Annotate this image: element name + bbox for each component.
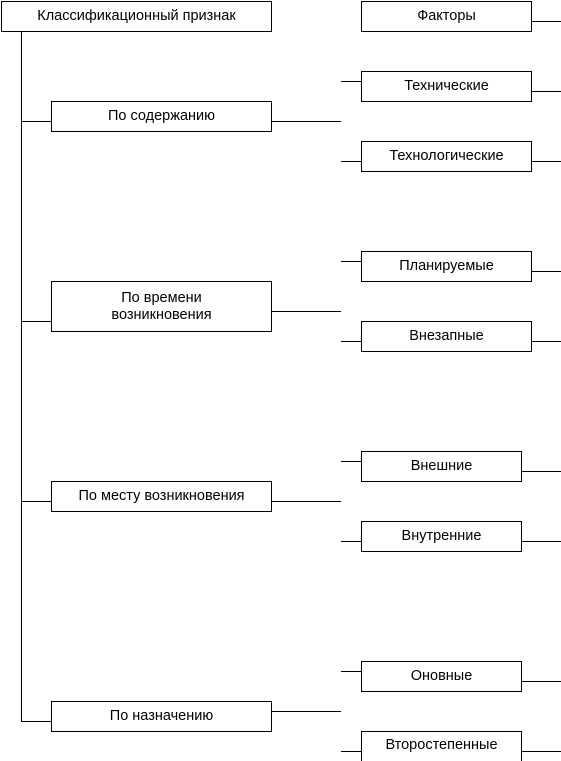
factor-node: Внешние (361, 451, 522, 482)
factors-header-label: Факторы (417, 8, 476, 24)
category-node-time: По времени возникновения (51, 281, 272, 332)
factor-label: Оновные (410, 668, 473, 684)
category-label: По назначению (109, 708, 214, 724)
factor-label: Планируемые (399, 258, 494, 274)
factor-node: Технические (361, 71, 532, 102)
factor-node: Второстепенные (361, 731, 522, 761)
factors-header-node: Факторы (361, 1, 532, 32)
factor-node: Оновные (361, 661, 522, 692)
factor-label: Технологические (389, 148, 504, 164)
category-node-purpose: По назначению (51, 701, 272, 732)
factor-label: Внезапные (409, 328, 484, 344)
category-node-place: По месту возникновения (51, 481, 272, 512)
factor-node: Планируемые (361, 251, 532, 282)
factor-node: Внутренние (361, 521, 522, 552)
root-node: Классификационный признак (1, 1, 272, 32)
category-label: По содержанию (107, 108, 215, 124)
factor-node: Технологические (361, 141, 532, 172)
category-label: По месту возникновения (78, 488, 245, 504)
factor-label: Внешние (410, 458, 473, 474)
category-label: По времени возникновения (111, 289, 212, 323)
category-node-content: По содержанию (51, 101, 272, 132)
factor-node: Внезапные (361, 321, 532, 352)
factor-label: Внутренние (401, 528, 482, 544)
factor-label: Второстепенные (385, 737, 498, 753)
root-label: Классификационный признак (37, 8, 236, 24)
factor-label: Технические (404, 78, 489, 94)
